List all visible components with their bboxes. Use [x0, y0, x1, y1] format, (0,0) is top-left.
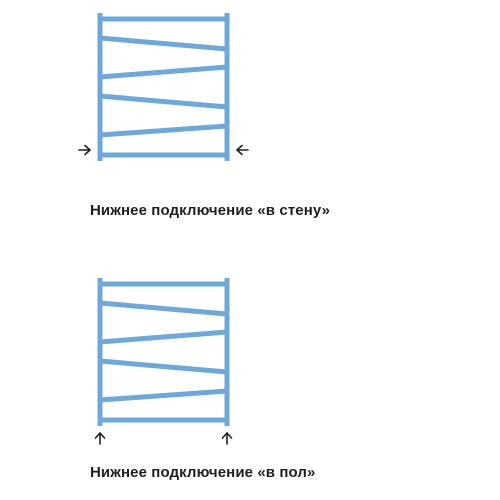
rail-bar — [99, 35, 228, 52]
rail-bar — [99, 123, 228, 138]
floor-connection-diagram: Нижнее подключение «в пол» — [0, 265, 500, 500]
arrow-right-icon — [78, 144, 91, 156]
rail-bar — [99, 300, 228, 317]
arrow-left-icon — [236, 144, 249, 156]
floor-connection-caption: Нижнее подключение «в пол» — [90, 464, 316, 481]
rail-bar — [99, 388, 228, 403]
wall-connection-caption: Нижнее подключение «в стену» — [90, 202, 331, 219]
rail-bar — [99, 358, 228, 375]
arrow-up-icon — [94, 432, 106, 445]
arrow-up-icon — [221, 432, 233, 445]
rail-bar — [99, 93, 228, 110]
towel-rail-floor-illustration — [94, 278, 233, 445]
towel-rail-wall-illustration — [78, 13, 249, 161]
wall-connection-diagram: Нижнее подключение «в стену» — [0, 0, 500, 240]
rail-bar — [99, 64, 228, 80]
rail-bar — [99, 329, 228, 345]
